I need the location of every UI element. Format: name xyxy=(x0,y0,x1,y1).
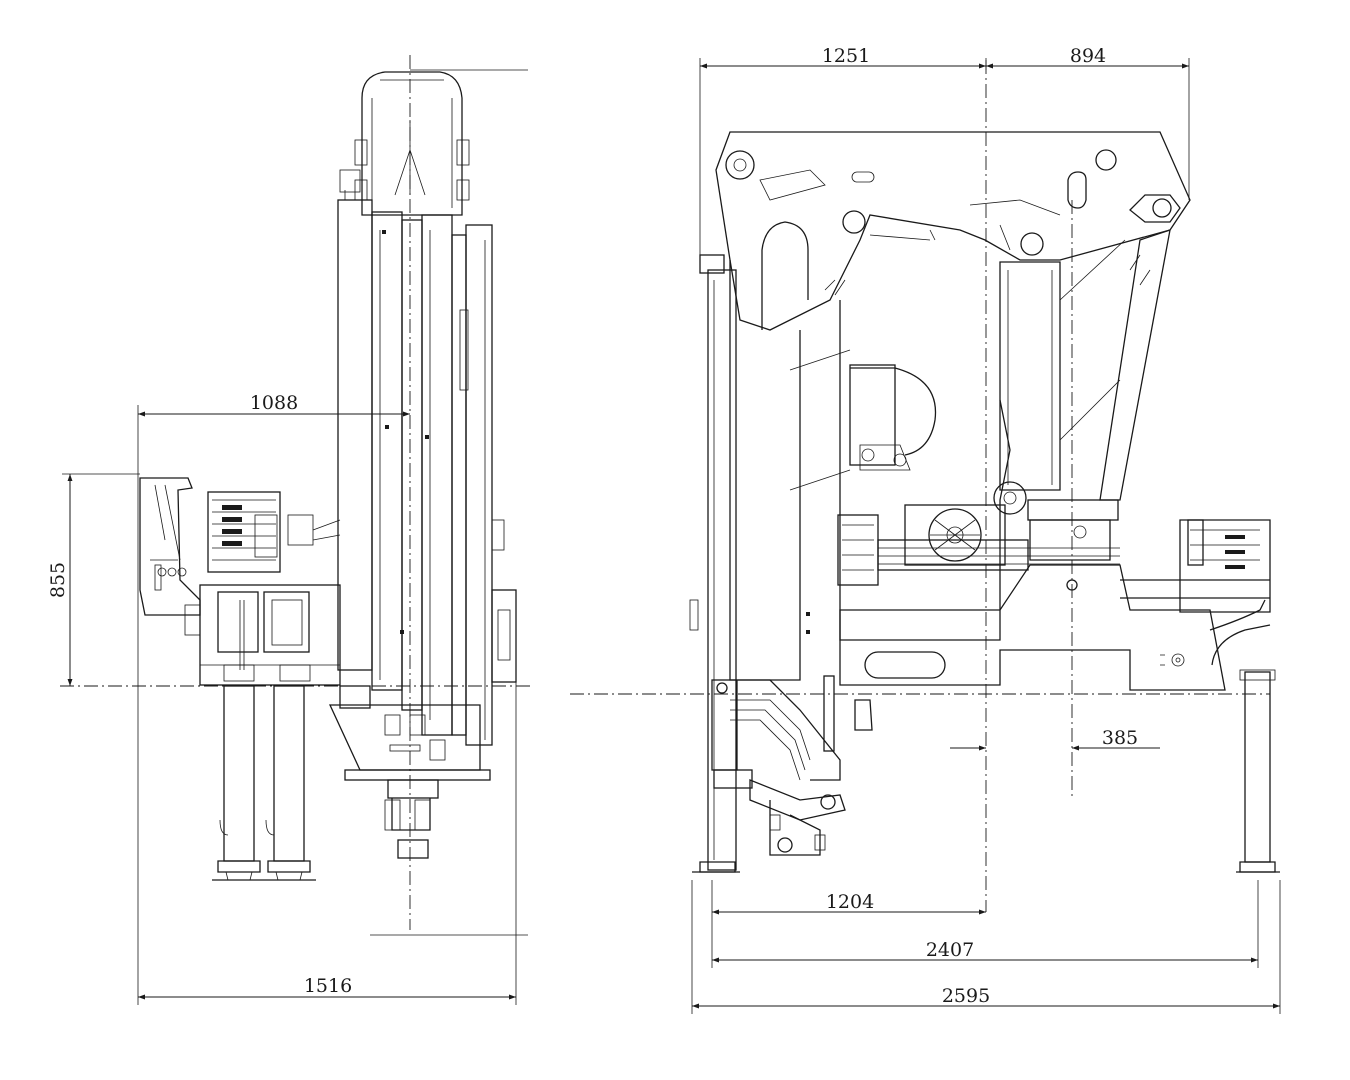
dim-1251-label: 1251 xyxy=(822,45,870,67)
dim-855-label: 855 xyxy=(47,562,69,598)
front-view xyxy=(570,60,1280,912)
dim-2595-label: 2595 xyxy=(942,985,990,1007)
dim-1204-label: 1204 xyxy=(826,891,874,913)
dim-385-label: 385 xyxy=(1102,727,1138,749)
dim-2407-label: 2407 xyxy=(926,939,974,961)
dim-1516-label: 1516 xyxy=(304,975,352,997)
front-view-dimensions: 1251 894 385 1204 2407 2595 xyxy=(691,45,1281,1014)
dim-1088-label: 1088 xyxy=(250,392,298,414)
dim-894-label: 894 xyxy=(1070,45,1106,67)
side-view xyxy=(60,55,530,930)
side-view-dimensions: 1088 855 1516 xyxy=(47,69,528,1005)
